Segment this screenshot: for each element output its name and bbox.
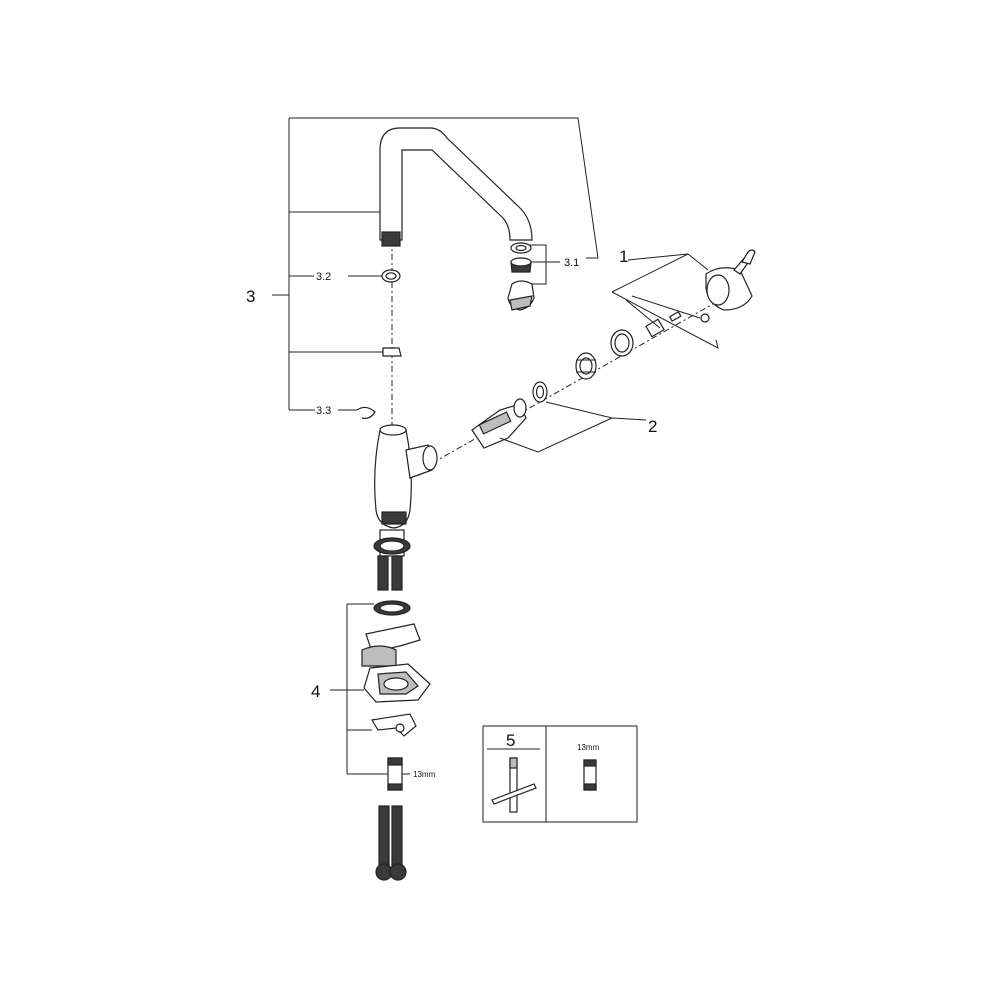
label-4: 4 — [311, 682, 320, 701]
label-13mm-box: 13mm — [577, 743, 600, 752]
mounting-plate — [363, 663, 431, 703]
cartridge-nut — [575, 352, 597, 380]
horseshoe-washer — [371, 713, 417, 737]
label-1: 1 — [619, 247, 628, 266]
mixer-body — [374, 424, 438, 529]
threaded-rod — [387, 757, 403, 791]
assembly-key-tool — [491, 757, 537, 813]
body-thread — [373, 529, 411, 557]
supply-hose-upper — [377, 555, 403, 591]
small-screw — [668, 310, 682, 322]
label-13mm-main: 13mm — [413, 770, 436, 779]
cartridge — [471, 398, 527, 449]
tools-box: 5 13mm — [482, 725, 638, 823]
adapter-sleeve — [645, 318, 665, 338]
side-axis-line — [419, 299, 721, 471]
label-3-2: 3.2 — [316, 271, 331, 283]
rubber-gasket — [361, 623, 421, 667]
clip-3-3 — [356, 406, 376, 419]
handle — [705, 249, 756, 311]
bracket-2 — [499, 401, 647, 453]
mounting-washer — [373, 600, 411, 616]
supply-hose-lower — [375, 805, 407, 881]
socket-13mm — [583, 759, 597, 791]
label-3-1: 3.1 — [564, 257, 579, 269]
label-3-3: 3.3 — [316, 405, 331, 417]
aerator-assembly — [507, 242, 535, 311]
grub-screw — [700, 313, 710, 323]
retaining-clip — [382, 347, 402, 357]
cover-ring — [610, 329, 634, 357]
bracket-3 — [272, 117, 599, 410]
label-3: 3 — [246, 287, 255, 306]
label-5: 5 — [506, 731, 515, 750]
bracket-4 — [330, 603, 388, 775]
spout — [379, 127, 533, 247]
bracket-1 — [611, 253, 719, 349]
label-2: 2 — [648, 417, 657, 436]
